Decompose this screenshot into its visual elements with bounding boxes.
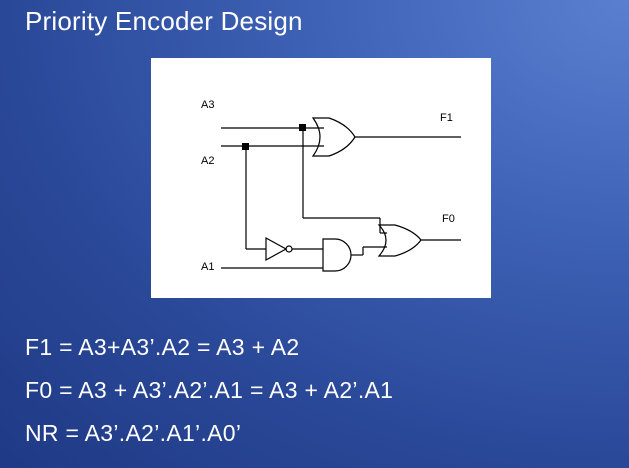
equation-f1: F1 = A3+A3’.A2 = A3 + A2 — [25, 334, 300, 360]
and-gate — [322, 238, 352, 272]
or-gate-f0 — [377, 224, 422, 257]
or-gate-f1 — [311, 117, 356, 157]
slide-title: Priority Encoder Design — [25, 6, 303, 36]
equation-f0: F0 = A3 + A3’.A2’.A1 = A3 + A2’.A1 — [25, 377, 394, 403]
junction-a2 — [242, 143, 249, 150]
equation-nr: NR = A3’.A2’.A1’.A0’ — [25, 420, 242, 446]
not-gate — [265, 236, 288, 262]
label-f0: F0 — [442, 213, 455, 225]
circuit-diagram: A3 A2 A1 F1 F0 — [151, 58, 491, 298]
label-a2: A2 — [201, 155, 214, 167]
label-f1: F1 — [440, 112, 453, 124]
circuit-svg: A3 A2 A1 F1 F0 — [201, 99, 461, 273]
junction-a3 — [299, 124, 306, 131]
label-a1: A1 — [201, 261, 214, 273]
label-a3: A3 — [201, 99, 214, 111]
